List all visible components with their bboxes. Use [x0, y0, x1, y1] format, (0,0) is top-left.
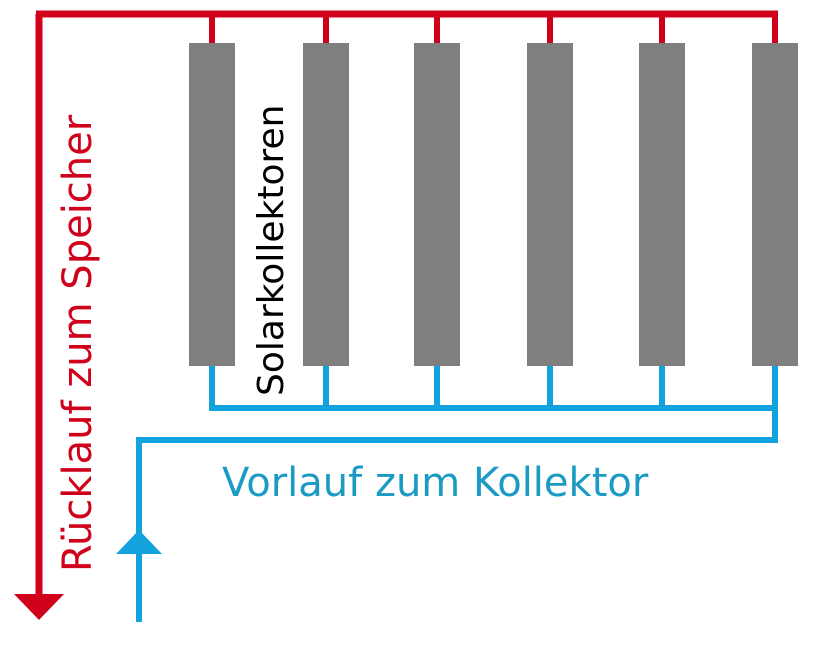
collector-panel — [752, 43, 798, 366]
return-pipe-network — [14, 10, 778, 620]
collector-panel — [189, 43, 235, 366]
collector-panel — [527, 43, 573, 366]
arrow-down-icon — [14, 594, 64, 620]
collector-panel — [639, 43, 685, 366]
arrow-up-icon — [116, 530, 162, 554]
return-risers — [209, 14, 778, 43]
supply-line-label: Vorlauf zum Kollektor — [222, 460, 649, 506]
collector-array — [189, 43, 798, 366]
collector-panel — [303, 43, 349, 366]
supply-pipe-network — [116, 366, 778, 622]
supply-drops — [209, 366, 778, 408]
collector-panel — [414, 43, 460, 366]
return-line-label: Rücklauf zum Speicher — [55, 114, 101, 572]
collectors-label: Solarkollektoren — [251, 105, 292, 396]
